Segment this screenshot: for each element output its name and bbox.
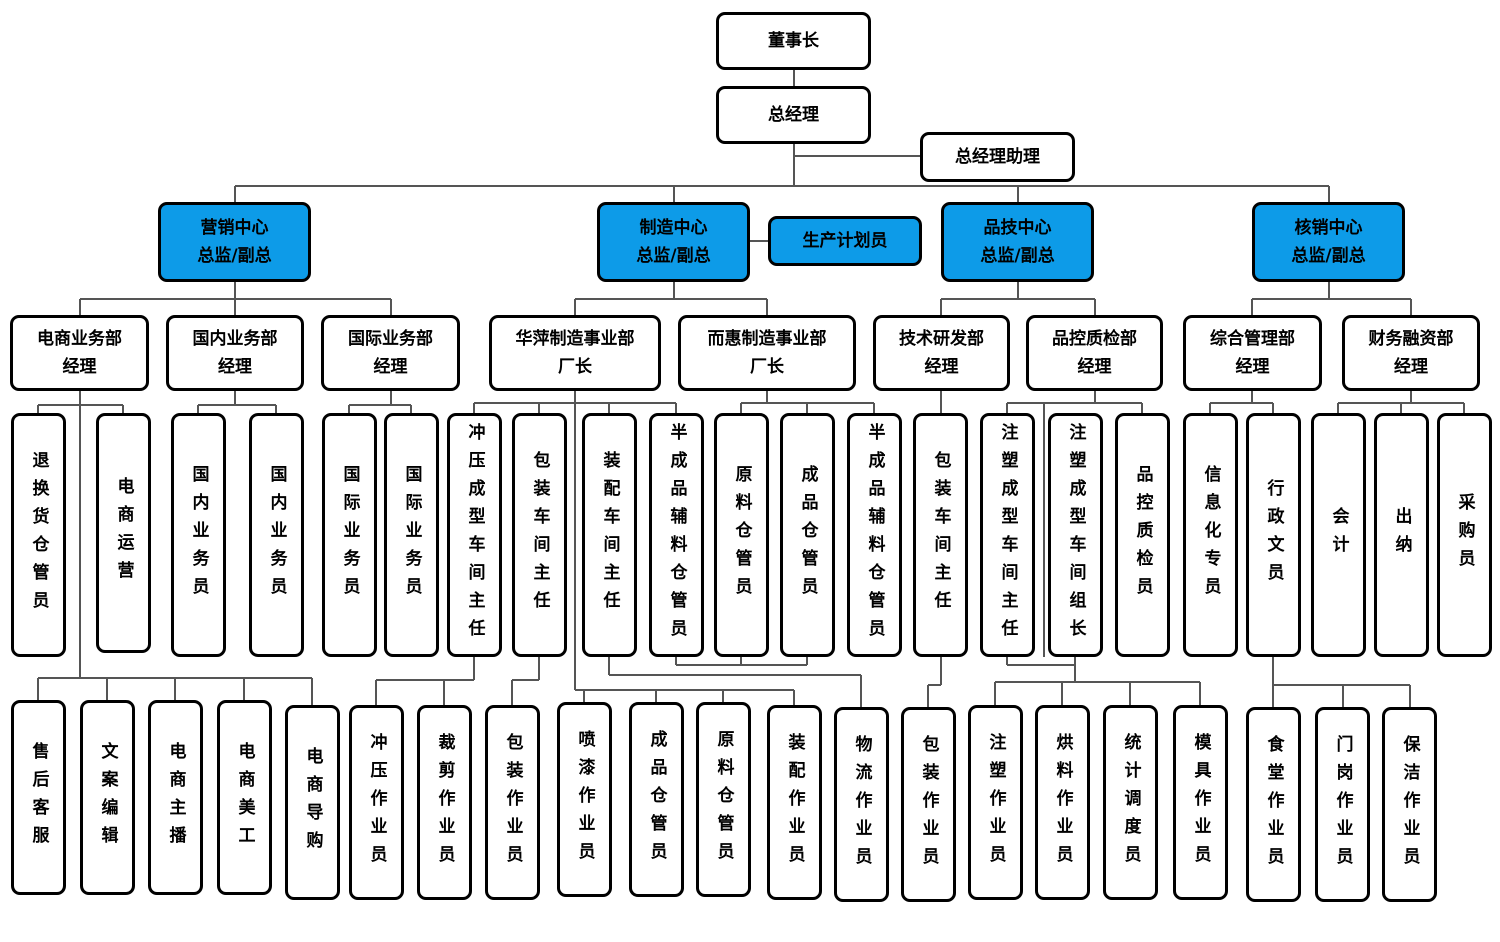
node-raw-material-warehouse-clerk: 原料仓管员 (714, 413, 769, 657)
node-purchaser: 采购员 (1437, 413, 1492, 657)
node-quality-tech-center: 品技中心总监/副总 (941, 202, 1094, 282)
node-qc-dept: 品控质检部经理 (1026, 315, 1163, 391)
node-raw-material-clerk-2: 原料仓管员 (696, 702, 751, 897)
node-injection-operator: 注塑作业员 (968, 705, 1023, 900)
node-marketing-center: 营销中心总监/副总 (158, 202, 311, 282)
node-international-dept: 国际业务部经理 (321, 315, 460, 391)
node-ecommerce-shopping-guide: 电商导购 (285, 705, 340, 900)
node-gate-guard: 门岗作业员 (1315, 707, 1370, 902)
node-ecommerce-designer: 电商美工 (217, 700, 272, 895)
node-finance-dept: 财务融资部经理 (1342, 315, 1480, 391)
node-huaping-division: 华萍制造事业部厂长 (489, 315, 661, 391)
node-ecommerce-dept: 电商业务部经理 (10, 315, 149, 391)
node-qc-inspector: 品控质检员 (1115, 413, 1170, 657)
node-finished-goods-clerk-2: 成品仓管员 (629, 702, 684, 897)
node-intl-salesperson-1: 国际业务员 (322, 413, 377, 657)
node-packaging-workshop-director-2: 包装车间主任 (913, 413, 968, 657)
node-semi-finished-warehouse-clerk-2: 半成品辅料仓管员 (847, 413, 902, 657)
node-injection-workshop-director: 注塑成型车间主任 (980, 413, 1035, 657)
node-mold-operator: 模具作业员 (1173, 705, 1228, 900)
node-semi-finished-warehouse-clerk-1: 半成品辅料仓管员 (649, 413, 704, 657)
node-logistics-operator: 物流作业员 (834, 707, 889, 902)
node-ecommerce-operations: 电商运营 (96, 413, 151, 653)
node-packaging-workshop-director-1: 包装车间主任 (512, 413, 567, 657)
node-general-manager: 总经理 (716, 86, 871, 144)
node-painting-operator: 喷漆作业员 (557, 702, 612, 897)
node-after-sales-service: 售后客服 (11, 700, 66, 895)
node-cutting-operator: 裁剪作业员 (417, 705, 472, 900)
node-it-specialist: 信息化专员 (1183, 413, 1238, 657)
node-general-mgmt-dept: 综合管理部经理 (1183, 315, 1322, 391)
node-packaging-operator-2: 包装作业员 (901, 707, 956, 902)
node-assembly-operator: 装配作业员 (767, 705, 822, 900)
node-rnd-dept: 技术研发部经理 (873, 315, 1010, 391)
node-copy-editor: 文案编辑 (80, 700, 135, 895)
node-admin-finance-center: 核销中心总监/副总 (1252, 202, 1405, 282)
node-accountant: 会计 (1311, 413, 1366, 657)
node-production-planner: 生产计划员 (768, 216, 922, 266)
node-domestic-salesperson-1: 国内业务员 (171, 413, 226, 657)
node-finished-goods-warehouse-clerk: 成品仓管员 (780, 413, 835, 657)
node-erhui-division: 而惠制造事业部厂长 (678, 315, 856, 391)
node-domestic-salesperson-2: 国内业务员 (249, 413, 304, 657)
node-gm-assistant: 总经理助理 (920, 132, 1075, 182)
node-ecommerce-streamer: 电商主播 (148, 700, 203, 895)
node-domestic-dept: 国内业务部经理 (166, 315, 304, 391)
node-manufacturing-center: 制造中心总监/副总 (597, 202, 750, 282)
node-canteen-operator: 食堂作业员 (1246, 707, 1301, 902)
node-cashier: 出纳 (1374, 413, 1429, 657)
node-assembly-workshop-director: 装配车间主任 (582, 413, 637, 657)
node-stamping-workshop-director: 冲压成型车间主任 (447, 413, 502, 657)
node-admin-clerk: 行政文员 (1246, 413, 1301, 657)
node-drying-operator: 烘料作业员 (1035, 705, 1090, 900)
node-statistics-dispatcher: 统计调度员 (1103, 705, 1158, 900)
node-packaging-operator-1: 包装作业员 (485, 705, 540, 900)
node-stamping-operator: 冲压作业员 (349, 705, 404, 900)
node-cleaning-operator: 保洁作业员 (1382, 707, 1437, 902)
node-injection-workshop-team-leader: 注塑成型车间组长 (1048, 413, 1103, 657)
node-intl-salesperson-2: 国际业务员 (384, 413, 439, 657)
node-returns-warehouse-clerk: 退换货仓管员 (11, 413, 66, 657)
node-chairman: 董事长 (716, 12, 871, 70)
